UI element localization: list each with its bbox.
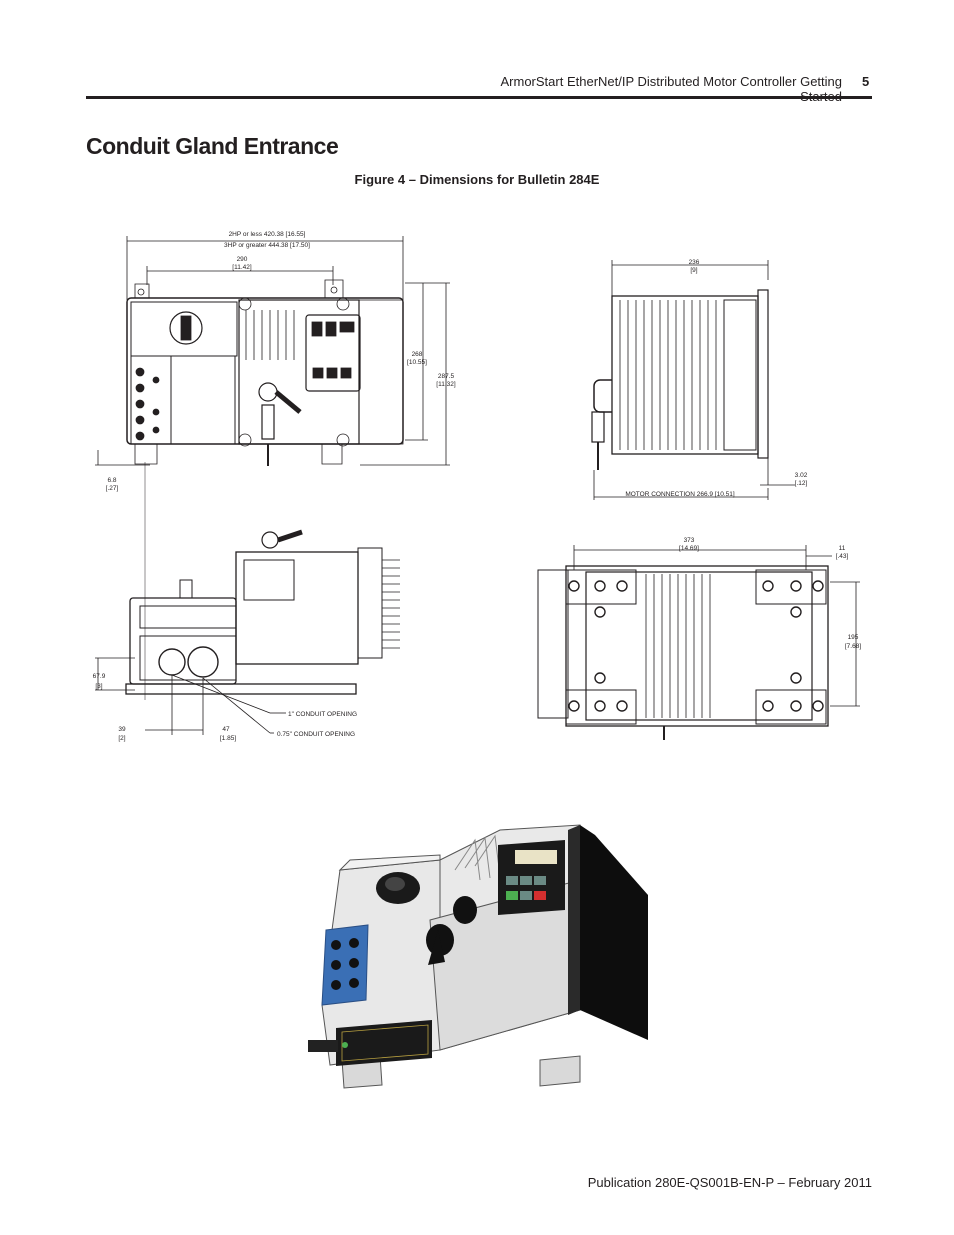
bottom-dim-47-in: [1.85] bbox=[220, 735, 236, 742]
front-width-small: 2HP or less 420.38 [16.55] bbox=[229, 231, 306, 238]
rear-width: 373 bbox=[684, 537, 695, 544]
front-mount-height: 268 bbox=[412, 351, 423, 358]
side-depth: 236 bbox=[689, 259, 700, 266]
front-width-large: 3HP or greater 444.38 [17.50] bbox=[224, 242, 310, 249]
rear-height: 195 bbox=[848, 634, 859, 641]
bottom-conduit-075in-label: 0.75" CONDUIT OPENING bbox=[277, 731, 355, 738]
front-mount-width-in: [11.42] bbox=[232, 264, 252, 271]
rear-height-in: [7.68] bbox=[845, 643, 861, 650]
publication-footer: Publication 280E-QS001B-EN-P – February … bbox=[587, 1175, 872, 1190]
bottom-view bbox=[95, 529, 400, 735]
front-mount-height-in: [10.55] bbox=[407, 359, 427, 366]
side-depth-in: [9] bbox=[690, 267, 697, 274]
figure-caption: Figure 4 – Dimensions for Bulletin 284E bbox=[354, 172, 600, 187]
side-view bbox=[591, 260, 795, 500]
bottom-dim-39-in: [2] bbox=[118, 735, 125, 742]
bottom-conduit-height-in: [3] bbox=[95, 683, 102, 690]
header-rule bbox=[86, 96, 872, 99]
front-view bbox=[95, 236, 450, 700]
section-title: Conduit Gland Entrance bbox=[86, 133, 339, 159]
side-offset: 3.02 bbox=[795, 472, 808, 479]
bottom-dim-39: 39 bbox=[118, 726, 126, 733]
rear-edge-in: [.43] bbox=[836, 553, 849, 560]
side-offset-in: [.12] bbox=[795, 480, 808, 487]
page-number: 5 bbox=[862, 74, 870, 89]
rear-edge: 11 bbox=[839, 545, 846, 552]
bottom-dim-47: 47 bbox=[222, 726, 230, 733]
bottom-conduit-1in-label: 1" CONDUIT OPENING bbox=[288, 711, 357, 718]
rear-width-in: [14.69] bbox=[679, 545, 699, 552]
front-foot-offset: 6.8 bbox=[107, 477, 116, 484]
side-motor-connection: MOTOR CONNECTION 266.9 [10.51] bbox=[625, 491, 735, 498]
front-overall-height: 287.5 bbox=[438, 373, 455, 380]
bottom-conduit-height: 67.9 bbox=[93, 673, 106, 680]
front-overall-height-in: [11.32] bbox=[436, 381, 456, 388]
front-foot-offset-in: [.27] bbox=[106, 485, 119, 492]
rear-view bbox=[537, 545, 860, 740]
front-mount-width: 290 bbox=[237, 256, 248, 263]
